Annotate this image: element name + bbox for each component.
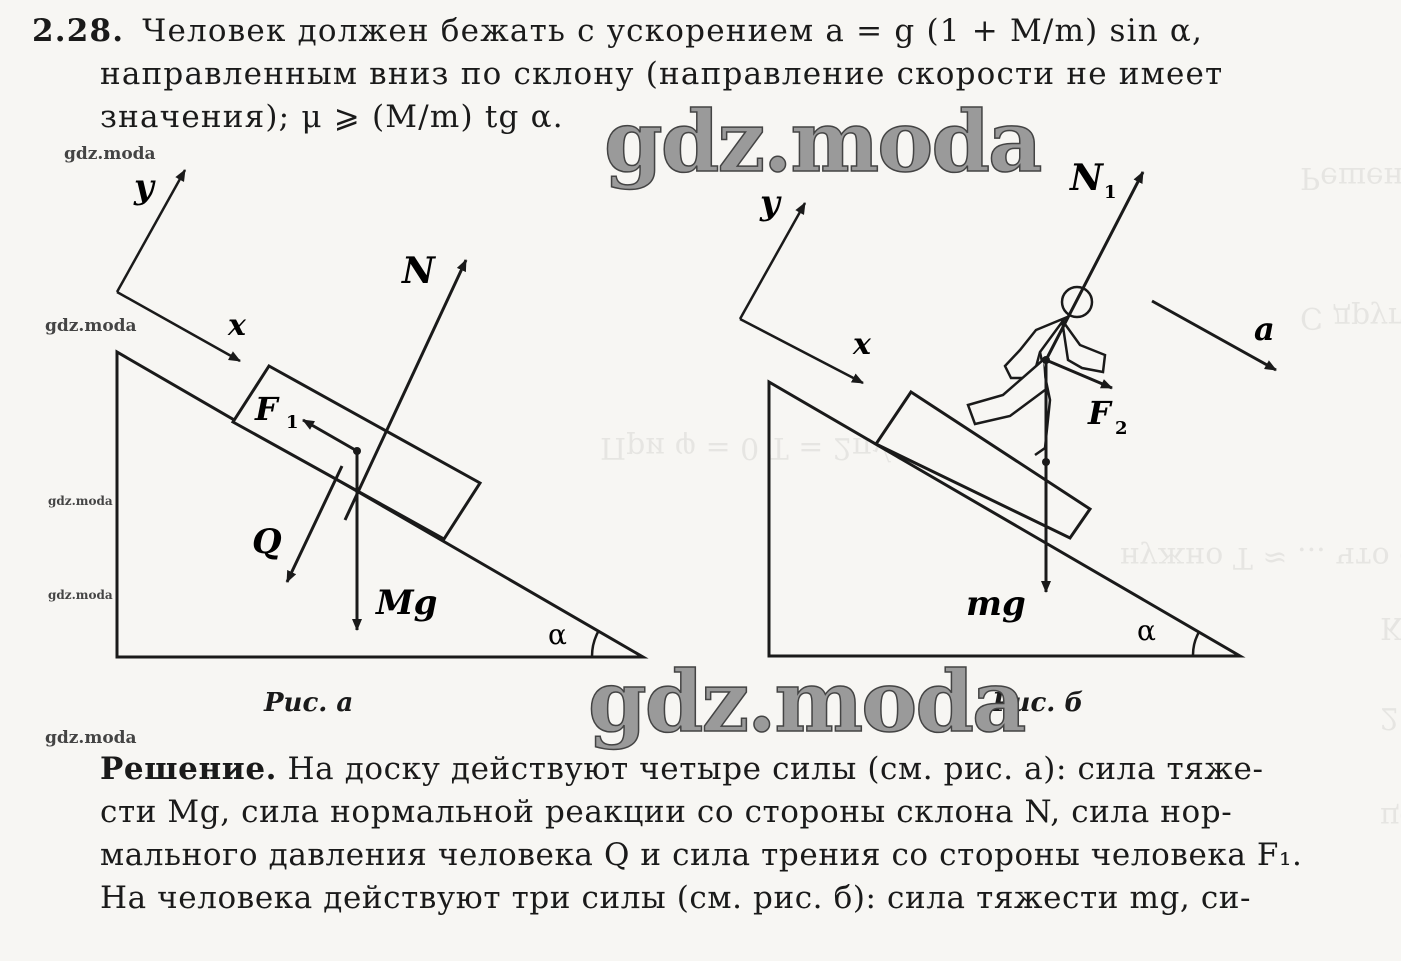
force-F1-arrow (302, 418, 358, 453)
watermark-small-4: gdz.moda (48, 588, 113, 602)
running-person (966, 285, 1107, 457)
axis-x-b (739, 317, 864, 385)
solution-line-3: мального давления человека Q и сила трен… (100, 837, 1303, 873)
axis-y-a (115, 169, 187, 293)
caption-figure-a: Рис. а (264, 688, 354, 718)
angle-arc-a (590, 631, 600, 658)
watermark-small-2: gdz.moda (45, 316, 137, 336)
watermark-top: gdz.moda (603, 91, 1043, 192)
incline-triangle-b (767, 379, 1246, 658)
label-F2: F (1087, 394, 1113, 432)
watermark-bottom: gdz.moda (587, 651, 1027, 752)
problem-line-3: значения); μ ⩾ (M/m) tg α. (100, 99, 564, 135)
label-N1: N (1069, 157, 1105, 199)
problem-number: 2.28. (32, 13, 125, 49)
acceleration-a-arrow (1151, 299, 1277, 372)
label-N: N (401, 250, 437, 292)
label-Q: Q (252, 522, 282, 562)
force-N1-arrow (1044, 171, 1145, 361)
solution-heading: Решение. (100, 751, 278, 787)
label-N1-sub: 1 (1104, 182, 1117, 203)
label-x-b: x (852, 327, 872, 362)
label-alpha-b: α (1137, 614, 1156, 647)
solution-line-2: сти Mg, сила нормальной реакции со сторо… (100, 794, 1233, 830)
label-F1: F (254, 390, 280, 428)
label-alpha-a: α (548, 618, 567, 651)
figure-b: y x N 1 a F 2 mg α (738, 157, 1277, 658)
solution-line-1: Решение. На доску действуют четыре силы … (100, 751, 1264, 787)
angle-arc-b (1191, 631, 1201, 657)
force-Q-arrow (285, 465, 344, 583)
axis-x-a (116, 290, 241, 363)
force-N-arrow (343, 259, 468, 521)
caption-figure-b: Рис. б (992, 688, 1084, 718)
label-x-a: x (227, 308, 247, 343)
solution-text: Решение. На доску действуют четыре силы … (100, 748, 1370, 920)
label-mg: mg (966, 584, 1026, 624)
watermark-small-1: gdz.moda (64, 144, 156, 164)
figure-a: y x N F 1 Q Mg α (115, 167, 649, 659)
solution-line-4: На человека действуют три силы (см. рис.… (100, 880, 1252, 916)
label-y-b: y (759, 183, 782, 223)
axis-y-b (738, 202, 807, 320)
problem-line-1: Человек должен бежать с ускорением a = g… (142, 13, 1204, 49)
label-F1-sub: 1 (286, 412, 299, 433)
label-y-a: y (133, 167, 156, 207)
problem-statement: 2.28. Человек должен бежать с ускорением … (32, 10, 1372, 139)
problem-line-2: направленным вниз по склону (направление… (100, 56, 1224, 92)
label-F2-sub: 2 (1115, 418, 1128, 439)
force-F2-arrow (1045, 358, 1113, 390)
watermark-small-5: gdz.moda (45, 728, 137, 748)
board-b (873, 389, 1093, 540)
watermark-small-3: gdz.moda (48, 494, 113, 508)
label-a: a (1254, 310, 1275, 348)
label-Mg: Mg (375, 583, 437, 623)
